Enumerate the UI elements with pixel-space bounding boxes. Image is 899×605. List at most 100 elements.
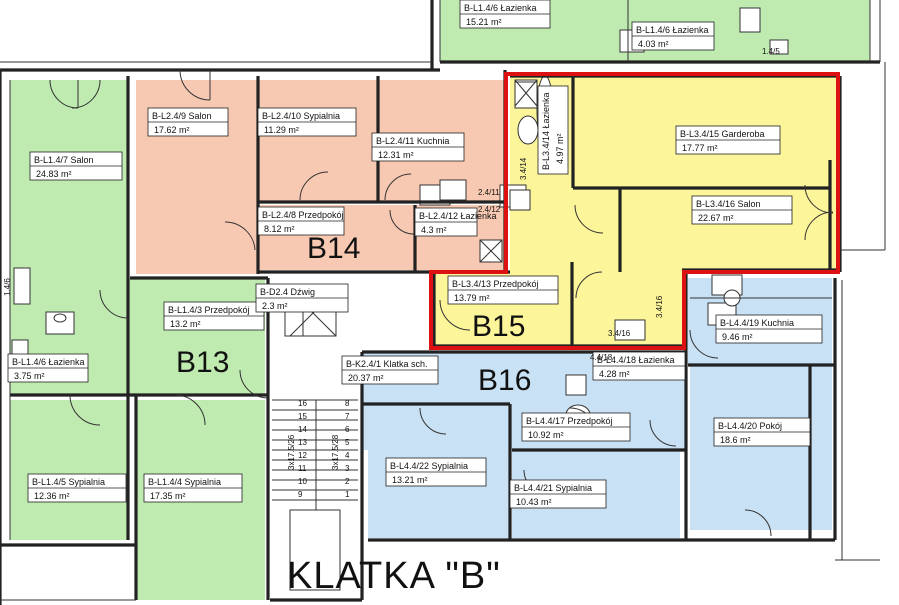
room-fill — [690, 365, 832, 530]
door — [389, 209, 415, 235]
room-code-name: B-L1.4/5 Sypialnia — [32, 477, 105, 487]
apartment-b15-highlight — [429, 72, 840, 350]
door — [649, 419, 677, 447]
room-area: 20.37 m² — [348, 373, 384, 383]
fixture — [514, 81, 538, 109]
small-dimension-text: 1.4/6 — [3, 278, 12, 296]
room-code-name: B-L4.4/20 Pokój — [718, 421, 782, 431]
room-label: B-L1.4/6 Łazienka 3.75 m² — [7, 353, 89, 383]
door — [239, 369, 269, 399]
shaft-cross — [514, 79, 538, 107]
door — [69, 394, 101, 426]
room-code-name: B-L4.4/21 Sypialnia — [514, 483, 592, 493]
room-code-name: B-L1.4/6 Łazienka — [12, 357, 85, 367]
room-code-name: B-L2.4/12 Łazienka — [419, 211, 497, 221]
door — [419, 407, 447, 435]
room-area: 9.46 m² — [722, 332, 753, 342]
room-area: 18.6 m² — [720, 435, 751, 445]
door — [574, 204, 604, 234]
door — [299, 171, 329, 201]
room-code-name: B-L4.4/22 Sypialnia — [390, 461, 468, 471]
room-area: 17.35 m² — [150, 491, 186, 501]
room-code-name: B-L3.4/14 Łazienka — [541, 92, 551, 170]
door — [804, 184, 834, 214]
stair-step-number: 9 — [298, 490, 303, 499]
room-code-name: B-L4.4/18 Łazienka — [597, 355, 675, 365]
room-area: 2.3 m² — [262, 301, 288, 311]
room-area: 4.03 m² — [638, 39, 669, 49]
room-label: B-L1.4/4 Sypialnia 17.35 m² — [143, 473, 243, 503]
room-area: 10.43 m² — [516, 497, 552, 507]
room-area: 11.29 m² — [264, 125, 299, 135]
shaft-cross — [479, 239, 503, 263]
doors — [49, 69, 834, 537]
small-dimension-text: 2.4/12 — [478, 205, 501, 214]
room-code-name: B-L2.4/9 Salon — [152, 111, 212, 121]
fixture — [739, 7, 761, 33]
room-area: 22.67 m² — [698, 213, 734, 223]
fixture — [769, 39, 789, 55]
room-code-name: B-L1.4/6 Łazienka — [636, 25, 709, 35]
stair-step-number: 6 — [345, 425, 350, 434]
room-area: 3.75 m² — [14, 371, 45, 381]
room-label: B-L4.4/19 Kuchnia 9.46 m² — [715, 314, 823, 344]
fixture — [509, 189, 531, 211]
room-label: B-L1.4/6 Łazienka 4.03 m² — [631, 21, 715, 51]
room-area: 10.92 m² — [528, 430, 564, 440]
room-code-name: B-L3.4/15 Garderoba — [680, 129, 765, 139]
stair-flight-left-label: 3x17.5/26 — [287, 434, 296, 470]
room-code-name: B-L2.4/11 Kuchnia — [376, 136, 449, 146]
apartment-outline — [429, 72, 840, 350]
room-code-name: B-L3.4/13 Przedpokój — [452, 279, 539, 289]
fixture — [565, 374, 587, 396]
small-dimension-text: 2.4/11 — [478, 188, 500, 197]
room-label: B-L3.4/13 Przedpokój 13.79 m² — [447, 275, 559, 305]
room-code-name: B-L1.4/3 Przedpokój — [168, 305, 250, 315]
apartment-label-b15: B15 — [472, 310, 525, 343]
room-area: 13.21 m² — [392, 475, 428, 485]
fixture — [614, 319, 646, 341]
door — [71, 79, 101, 109]
small-dimension-text: 3.4/16 — [608, 329, 631, 338]
door — [575, 271, 603, 299]
room-code-name: B-L2.4/8 Przedpokój — [262, 210, 344, 220]
room-code-name: B-L1.4/4 Sypialnia — [148, 477, 221, 487]
staircase-title: KLATKA "B" — [287, 555, 501, 597]
small-dimension-text: 1.4/5 — [762, 47, 780, 56]
room-code-name: B-L4.4/19 Kuchnia — [720, 318, 794, 328]
room-code-name: B-L4.4/17 Przedpokój — [526, 416, 613, 426]
room-code-name: B-K2.4/1 Klatka sch. — [346, 359, 428, 369]
room-label: B-L4.4/17 Przedpokój 10.92 m² — [521, 412, 631, 442]
stair-step-number: 14 — [298, 425, 307, 434]
room-label: B-L4.4/21 Sypialnia 10.43 m² — [509, 479, 607, 509]
stair-step-number: 2 — [345, 477, 350, 486]
door — [384, 173, 412, 201]
door — [174, 394, 206, 426]
stair-step-number: 3 — [345, 464, 350, 473]
room-code-name: B-L2.4/10 Sypialnia — [262, 111, 340, 121]
room-area: 17.62 m² — [154, 125, 190, 135]
room-area: 13.79 m² — [454, 293, 490, 303]
stair-step-number: 7 — [345, 412, 350, 421]
stair-step-number: 1 — [345, 490, 350, 499]
room-area: 8.12 m² — [264, 224, 295, 234]
fixture — [53, 313, 67, 323]
apartment-label-b13: B13 — [176, 346, 229, 379]
door — [689, 329, 719, 359]
fixture — [517, 115, 539, 145]
room-area: 24.83 m² — [36, 169, 72, 179]
stair-landing — [289, 509, 341, 591]
door — [179, 69, 211, 101]
small-dimension-text: 4.4/18 — [590, 353, 613, 362]
room-area: 4.3 m² — [421, 225, 447, 235]
fixture — [13, 267, 31, 305]
